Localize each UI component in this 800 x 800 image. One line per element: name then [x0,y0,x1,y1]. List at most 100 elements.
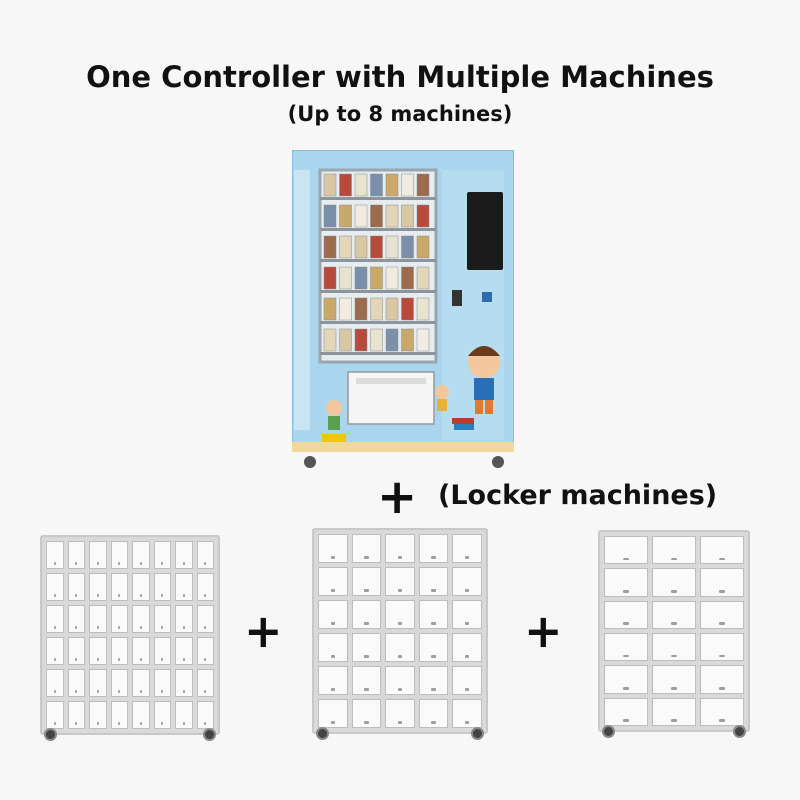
plus-icon: + [377,469,418,525]
locker-compartment [67,605,85,633]
locker-compartment [132,573,150,601]
book-item [416,204,430,228]
book-item [401,235,414,259]
shelf [320,259,436,262]
locker-compartment [604,697,648,726]
locker-compartment [318,567,348,596]
locker-compartment [351,534,382,563]
locker-compartment [418,633,449,662]
locker-machine-small-compartments [40,535,220,741]
book-item [416,328,430,352]
locker-compartment [46,637,64,665]
book-item [416,173,430,197]
book-item [323,173,337,197]
locker-compartment [351,666,382,695]
locker-compartment [196,573,214,601]
locker-compartment [452,534,482,563]
book-item [401,173,414,197]
locker-compartment [89,541,107,569]
book-item [401,297,414,321]
locker-compartment [318,666,348,695]
locker-compartment [452,699,482,728]
locker-compartment [318,699,348,728]
locker-compartment [132,669,150,697]
locker-compartment [604,600,648,629]
locker-compartment [418,600,449,629]
locker-compartment [132,701,150,729]
locker-compartment [452,600,482,629]
locker-compartment [452,567,482,596]
locker-compartment [175,701,193,729]
locker-compartment [452,633,482,662]
locker-compartment [153,541,171,569]
locker-compartment [89,573,107,601]
locker-compartment [46,541,64,569]
book-item [385,173,399,197]
locker-compartment [652,633,696,662]
locker-compartment [110,541,128,569]
book-item [370,266,383,290]
book-item [339,266,352,290]
book-item [339,328,352,352]
locker-compartment [700,536,744,565]
book-item [385,328,399,352]
locker-compartment [418,534,449,563]
locker-compartment [700,568,744,597]
locker-compartment [175,637,193,665]
book-item [416,297,430,321]
locker-compartment [385,699,415,728]
locker-compartment [604,568,648,597]
locker-compartment [351,699,382,728]
locker-compartment [67,701,85,729]
locker-compartment [452,666,482,695]
locker-compartment [46,573,64,601]
book-item [416,235,430,259]
locker-compartment [418,666,449,695]
book-item [385,204,399,228]
locker-compartment [196,637,214,665]
locker-compartment [652,600,696,629]
book-item [354,204,368,228]
book-item [354,235,368,259]
shelf [320,290,436,293]
locker-compartment [385,567,415,596]
locker-compartment [153,701,171,729]
locker-compartment [67,573,85,601]
book-item [339,235,352,259]
locker-compartment [196,605,214,633]
locker-compartment [153,605,171,633]
locker-compartment [196,541,214,569]
book-item [370,235,383,259]
locker-compartment [132,637,150,665]
locker-compartment [351,633,382,662]
locker-compartment [385,633,415,662]
book-item [323,235,337,259]
locker-compartment [385,666,415,695]
locker-compartment [67,669,85,697]
locker-compartment [700,665,744,694]
page-title: One Controller with Multiple Machines [86,60,714,94]
locker-compartment [110,573,128,601]
book-item [401,328,414,352]
book-item [354,173,368,197]
locker-compartment [175,605,193,633]
book-item [385,297,399,321]
locker-compartment [46,669,64,697]
locker-compartment [604,633,648,662]
book-item [370,328,383,352]
plus-icon: + [244,604,283,658]
locker-compartment [652,697,696,726]
locker-compartment [196,701,214,729]
locker-compartment [604,536,648,565]
locker-machines-caption: (Locker machines) [438,480,718,511]
book-item [370,297,383,321]
locker-compartment [153,637,171,665]
locker-compartment [153,573,171,601]
locker-compartment [700,633,744,662]
shelf [320,228,436,231]
locker-compartment [652,536,696,565]
locker-compartment [110,701,128,729]
plus-icon: + [524,604,563,658]
locker-compartment [652,665,696,694]
book-item [385,235,399,259]
